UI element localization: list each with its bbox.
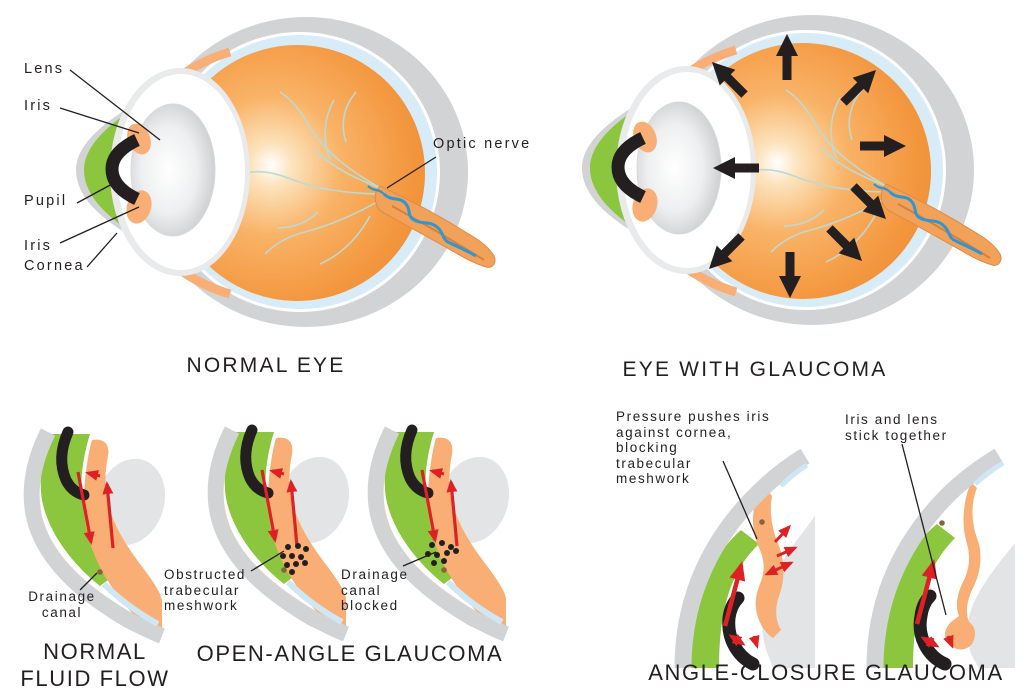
angle-closure-stick-illustration: [866, 448, 1015, 671]
open-angle-obstructed-illustration: [216, 430, 360, 634]
caption-normal-fluid-flow: NORMAL FLUID FLOW: [20, 639, 170, 691]
glaucoma-eye-illustration: [582, 15, 1001, 325]
label-obstructed-trabecular-meshwork: Obstructed trabecular meshwork: [164, 567, 247, 613]
angle-closure-pressure-illustration: [674, 448, 815, 671]
label-iris-lower: Iris: [24, 238, 53, 254]
label-cornea: Cornea: [24, 258, 85, 274]
leader-lines: [59, 69, 947, 616]
label-iris-upper: Iris: [24, 98, 53, 114]
label-iris-lens-stick: Iris and lens stick together: [845, 412, 948, 443]
label-optic-nerve: Optic nerve: [433, 136, 532, 152]
label-lens: Lens: [24, 61, 65, 77]
caption-angle-closure-glaucoma: ANGLE-CLOSURE GLAUCOMA: [648, 660, 1004, 685]
label-drainage-canal-blocked: Drainage canal blocked: [341, 567, 409, 613]
obstruction-dots: [280, 543, 309, 575]
normal-eye-illustration: [76, 17, 495, 327]
label-drainage-canal: Drainage canal: [28, 589, 96, 620]
caption-open-angle-glaucoma: OPEN-ANGLE GLAUCOMA: [196, 641, 504, 666]
caption-eye-with-glaucoma: EYE WITH GLAUCOMA: [622, 358, 888, 381]
label-pressure-pushes-iris: Pressure pushes iris against cornea, blo…: [616, 409, 771, 486]
label-pupil: Pupil: [24, 193, 68, 209]
caption-normal-eye: NORMAL EYE: [186, 354, 346, 377]
